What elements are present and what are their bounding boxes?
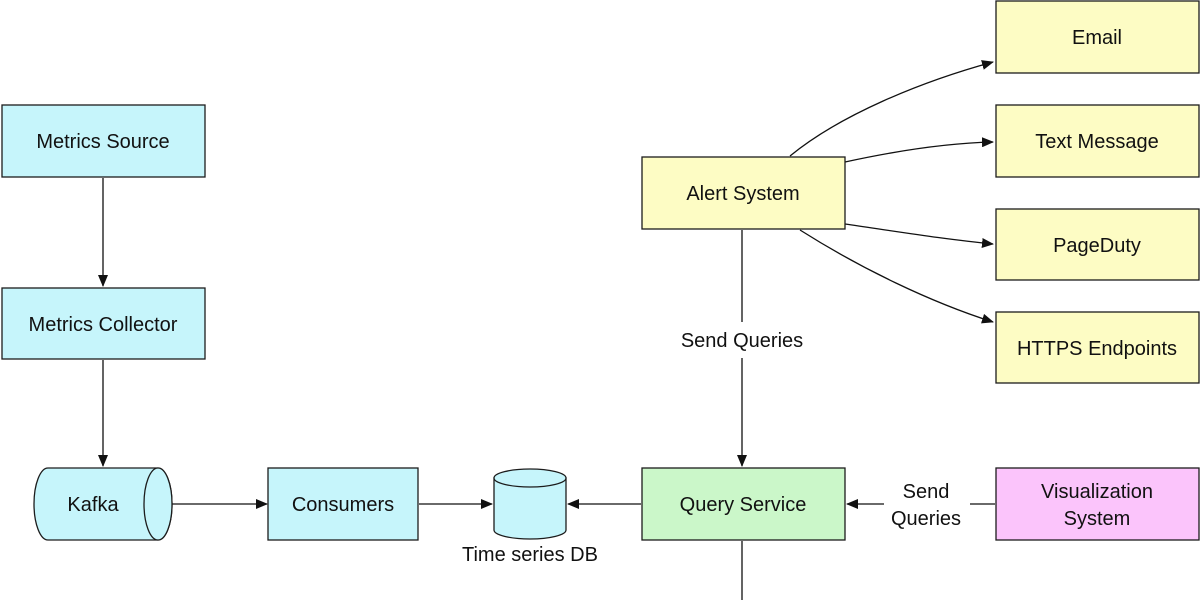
edge-label-send-queries-horizontal-line1: Send [903, 481, 950, 503]
node-time-series-db: Time series DB [462, 468, 598, 566]
node-metrics-collector: Metrics Collector [1, 287, 206, 360]
node-metrics-source: Metrics Source [1, 104, 206, 178]
node-label-visualization-line2: System [1064, 508, 1131, 530]
node-label-alert-system: Alert System [686, 183, 799, 205]
node-label-kafka: Kafka [67, 494, 119, 516]
node-label-text-message: Text Message [1035, 131, 1158, 153]
edge-alert-to-pageduty [844, 223, 994, 248]
edge-label-mask-viz-query [884, 478, 970, 532]
node-email: Email [995, 0, 1200, 74]
node-text-message: Text Message [995, 104, 1200, 178]
edge-alert-to-email [789, 60, 994, 157]
node-label-metrics-source: Metrics Source [36, 131, 169, 153]
edge-label-send-queries-horizontal-line2: Queries [891, 508, 961, 530]
node-alert-system: Alert System [641, 156, 846, 230]
node-label-visualization-line1: Visualization [1041, 481, 1153, 503]
node-consumers: Consumers [267, 467, 419, 541]
node-label-pageduty: PageDuty [1053, 235, 1141, 257]
node-label-https-endpoints: HTTPS Endpoints [1017, 338, 1177, 360]
node-visualization-system: Visualization System [995, 467, 1200, 541]
node-query-service: Query Service [641, 467, 846, 541]
node-label-email: Email [1072, 27, 1122, 49]
node-label-time-series-db: Time series DB [462, 544, 598, 566]
node-label-metrics-collector: Metrics Collector [29, 314, 178, 336]
node-kafka: Kafka [33, 467, 173, 541]
edge-label-send-queries-vertical: Send Queries [681, 330, 803, 352]
node-label-query-service: Query Service [680, 494, 807, 516]
node-pageduty: PageDuty [995, 208, 1200, 281]
node-https-endpoints: HTTPS Endpoints [995, 311, 1200, 384]
edge-alert-to-https [799, 229, 994, 324]
node-label-consumers: Consumers [292, 494, 394, 516]
edge-alert-to-text-message [844, 137, 994, 163]
edge-label-mask-alert-query [672, 322, 814, 358]
